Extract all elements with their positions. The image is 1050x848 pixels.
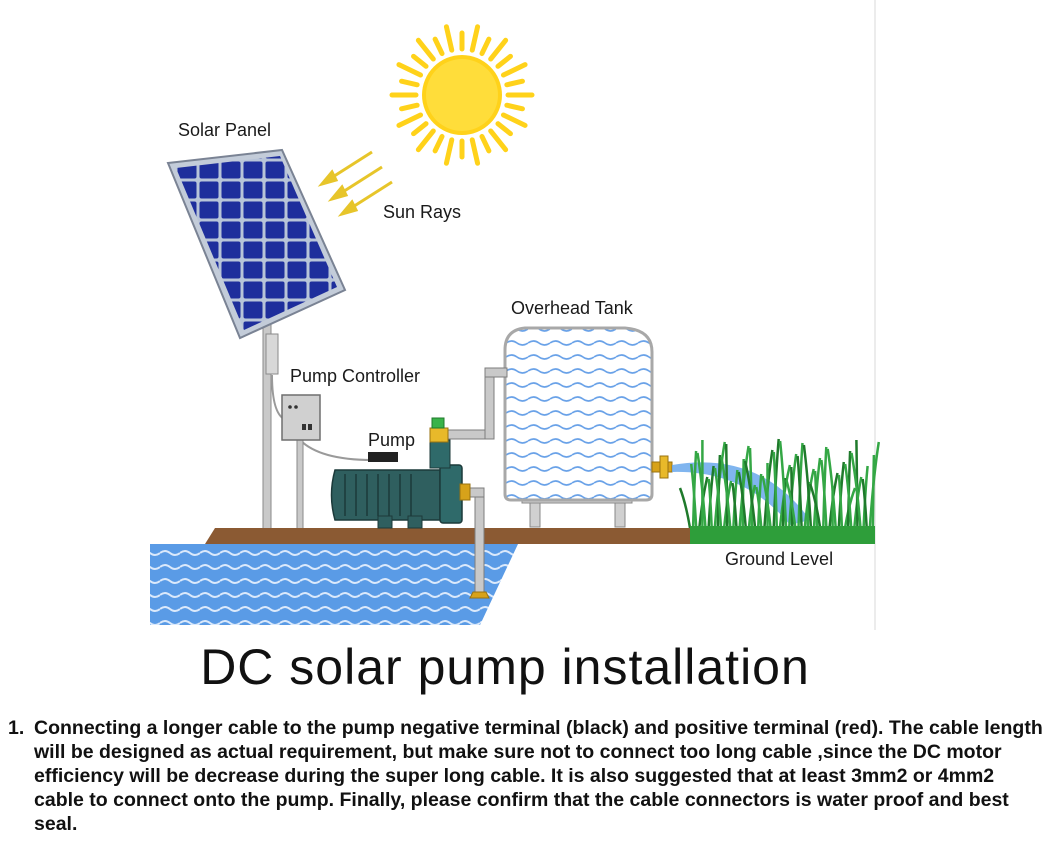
note-text: Connecting a longer cable to the pump ne… xyxy=(34,717,1043,835)
sun-ray xyxy=(415,37,436,62)
grass-blade xyxy=(837,474,844,529)
label-sun-rays: Sun Rays xyxy=(383,202,462,222)
sun-ray xyxy=(469,137,481,166)
sun-ray xyxy=(396,62,424,78)
grass-blade xyxy=(802,444,813,529)
label-pump: Pump xyxy=(368,430,416,450)
grass-blade xyxy=(761,475,772,529)
sun-ray xyxy=(469,24,481,53)
sun-ray xyxy=(479,36,492,57)
sun-ray xyxy=(500,112,528,128)
solar-panel-icon xyxy=(166,148,347,340)
label-pump-controller: Pump Controller xyxy=(290,366,421,386)
grass-blade xyxy=(678,487,692,529)
sun-ray xyxy=(411,121,429,137)
grass-blade xyxy=(696,452,707,529)
grass-blade xyxy=(850,452,862,529)
sun-ray xyxy=(399,78,420,88)
grass-blade xyxy=(713,467,723,529)
sun-icon xyxy=(389,24,535,166)
sun-ray xyxy=(399,102,420,112)
sun-ray xyxy=(488,128,509,153)
grass-blade xyxy=(689,463,698,529)
grass-blade xyxy=(820,459,828,529)
grass-blade xyxy=(785,479,797,529)
panel-pole xyxy=(262,319,279,531)
grass-blade xyxy=(778,440,788,529)
sun-ray xyxy=(479,133,492,154)
grass-blade xyxy=(813,470,819,529)
grass-blade xyxy=(756,473,763,529)
grass-blade xyxy=(748,447,754,529)
grass-blade xyxy=(772,451,779,529)
sun-ray xyxy=(504,102,525,112)
grass-blade xyxy=(731,482,738,529)
grass-blade xyxy=(724,443,729,529)
sun-ray xyxy=(415,128,436,153)
note-number: 1. xyxy=(8,717,25,739)
label-ground-level: Ground Level xyxy=(725,549,834,569)
page-title: DC solar pump installation xyxy=(200,639,810,695)
overhead-tank-icon xyxy=(503,326,654,528)
grass-blade xyxy=(737,471,748,529)
sun-ray xyxy=(396,112,424,128)
supply-pipes xyxy=(447,367,508,599)
ground-strip xyxy=(205,528,700,544)
grass-blade xyxy=(809,483,822,529)
grass-blade xyxy=(741,458,745,529)
sun-ray xyxy=(504,78,525,88)
label-overhead-tank: Overhead Tank xyxy=(511,298,633,318)
grass-blade xyxy=(796,455,803,529)
grass-blade xyxy=(843,463,853,529)
solar-pump-diagram xyxy=(150,0,881,630)
sun-ray xyxy=(500,62,528,78)
grass-ground xyxy=(690,526,875,544)
sun-ray xyxy=(495,53,513,69)
grass-blade xyxy=(826,448,837,529)
grass-blade xyxy=(790,466,794,529)
sun-ray xyxy=(443,24,455,53)
label-solar-panel: Solar Panel xyxy=(178,120,272,140)
pump-controller-icon xyxy=(281,394,321,531)
sun-ray xyxy=(432,36,445,57)
grass-blade xyxy=(707,478,713,529)
water-reservoir xyxy=(150,544,518,625)
grass-blade xyxy=(755,486,763,529)
sun-ray xyxy=(488,37,509,62)
tank-outlet-valve xyxy=(651,455,673,479)
sun-ray xyxy=(432,133,445,154)
grass-blade xyxy=(743,460,757,529)
sun-rays-arrows xyxy=(317,150,393,217)
installation-note: 1. Connecting a longer cable to the pump… xyxy=(8,716,1048,836)
grass-blade xyxy=(871,454,876,529)
grass-blade xyxy=(861,478,868,529)
grass-blade xyxy=(720,456,732,529)
grass-icon xyxy=(678,438,881,529)
sun-ray xyxy=(495,121,513,137)
sun-ray xyxy=(411,53,429,69)
grass-blade xyxy=(855,439,859,529)
sun-ray xyxy=(443,137,455,166)
pump-icon xyxy=(330,417,471,529)
